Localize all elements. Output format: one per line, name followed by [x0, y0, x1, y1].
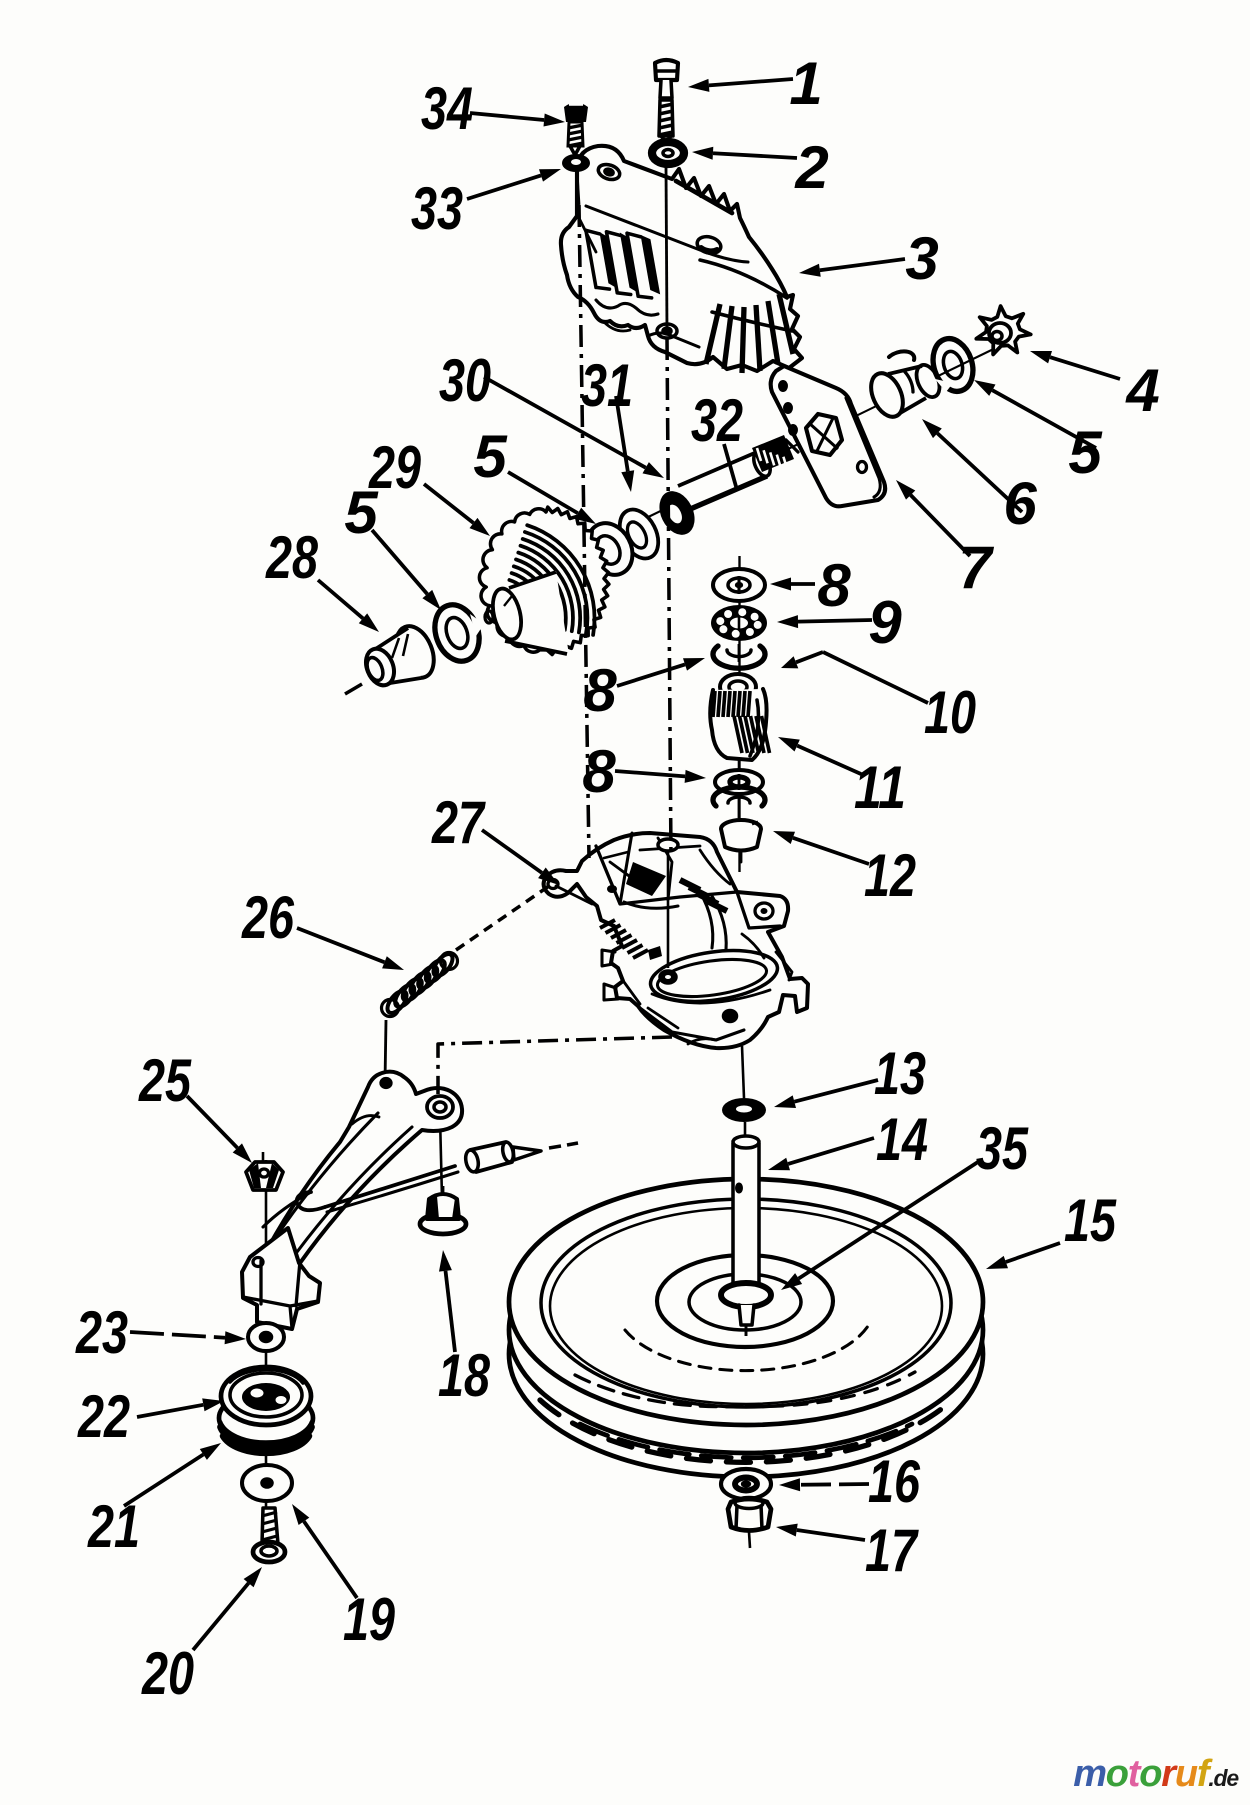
- svg-text:4: 4: [1125, 357, 1159, 424]
- svg-text:29: 29: [368, 434, 421, 501]
- svg-text:16: 16: [868, 1448, 920, 1515]
- svg-text:28: 28: [265, 524, 318, 591]
- svg-text:11: 11: [854, 754, 906, 821]
- svg-text:7: 7: [958, 534, 994, 601]
- svg-text:5: 5: [473, 423, 508, 490]
- svg-text:21: 21: [87, 1493, 140, 1560]
- svg-text:20: 20: [141, 1640, 194, 1707]
- svg-text:5: 5: [344, 479, 379, 546]
- svg-text:35: 35: [976, 1115, 1029, 1182]
- svg-text:2: 2: [794, 134, 828, 201]
- svg-text:18: 18: [438, 1342, 490, 1409]
- svg-text:8: 8: [817, 552, 851, 619]
- svg-text:31: 31: [581, 352, 633, 419]
- svg-text:motoruf.de: motoruf.de: [1073, 1753, 1239, 1795]
- svg-text:14: 14: [876, 1106, 928, 1173]
- svg-text:1: 1: [789, 50, 822, 117]
- svg-text:3: 3: [905, 225, 938, 292]
- svg-text:25: 25: [138, 1047, 192, 1114]
- svg-text:23: 23: [75, 1299, 128, 1366]
- svg-text:33: 33: [411, 175, 463, 242]
- svg-text:8: 8: [583, 657, 617, 724]
- svg-text:34: 34: [421, 75, 473, 142]
- svg-text:30: 30: [439, 347, 491, 414]
- svg-text:26: 26: [241, 884, 294, 951]
- svg-text:12: 12: [864, 842, 916, 909]
- svg-text:22: 22: [77, 1383, 130, 1450]
- svg-text:5: 5: [1068, 419, 1103, 486]
- svg-text:17: 17: [865, 1517, 919, 1584]
- svg-text:10: 10: [924, 679, 976, 746]
- svg-text:32: 32: [691, 387, 743, 454]
- svg-text:15: 15: [1064, 1187, 1117, 1254]
- svg-text:6: 6: [1003, 470, 1037, 537]
- svg-text:9: 9: [868, 589, 902, 656]
- svg-text:19: 19: [343, 1586, 395, 1653]
- svg-text:27: 27: [431, 789, 486, 856]
- svg-text:13: 13: [874, 1040, 926, 1107]
- svg-text:8: 8: [582, 738, 616, 805]
